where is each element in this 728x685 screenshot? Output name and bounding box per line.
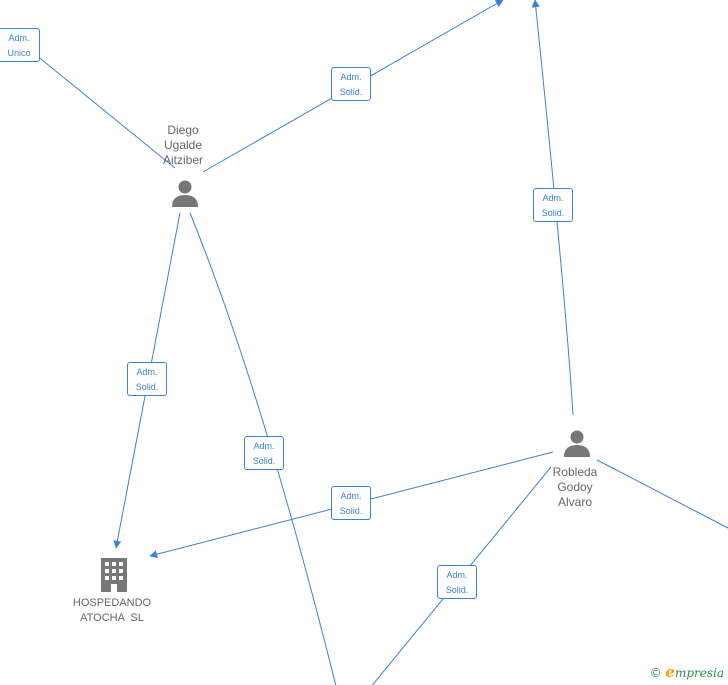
edge-line-e3 [531, 0, 574, 416]
edge-label-e2[interactable]: Adm. Solid. [331, 67, 371, 101]
brand-watermark: © empresia [650, 663, 724, 681]
person-name-line: Robleda [552, 465, 598, 479]
person-icon[interactable] [562, 428, 592, 458]
building-icon[interactable] [98, 556, 130, 592]
edge-line-e8 [596, 459, 728, 529]
person-name-line: Diego [167, 123, 199, 137]
edge-label-e5[interactable]: Adm. Solid. [244, 436, 284, 470]
person-name-line: Alvaro [557, 495, 592, 509]
company-name-line: HOSPEDANDO [72, 597, 152, 609]
company-label-hospedando[interactable]: HOSPEDANDO ATOCHA SL [62, 596, 162, 626]
person-label-robleda[interactable]: Robleda Godoy Alvaro [535, 465, 615, 510]
edge-line-e1 [19, 41, 176, 169]
copyright-icon: © [649, 666, 662, 680]
edge-label-e3[interactable]: Adm. Solid. [533, 188, 573, 222]
edge-line-e5 [189, 212, 337, 685]
edge-label-e1[interactable]: Adm. Unico [0, 28, 40, 62]
person-label-diego[interactable]: Diego Ugalde Aitziber [143, 123, 223, 168]
company-name-line: ATOCHA SL [80, 612, 144, 624]
person-name-line: Godoy [557, 480, 593, 494]
person-name-line: Aitziber [162, 153, 203, 167]
person-icon[interactable] [170, 178, 200, 208]
edge-label-e4[interactable]: Adm. Solid. [127, 362, 167, 396]
edge-label-e6[interactable]: Adm. Solid. [331, 486, 371, 520]
brand-logo-text: mpresia [674, 666, 724, 680]
edge-label-e7[interactable]: Adm. Solid. [437, 565, 477, 599]
person-name-line: Ugalde [163, 138, 203, 152]
brand-logo-initial: e [665, 663, 675, 681]
